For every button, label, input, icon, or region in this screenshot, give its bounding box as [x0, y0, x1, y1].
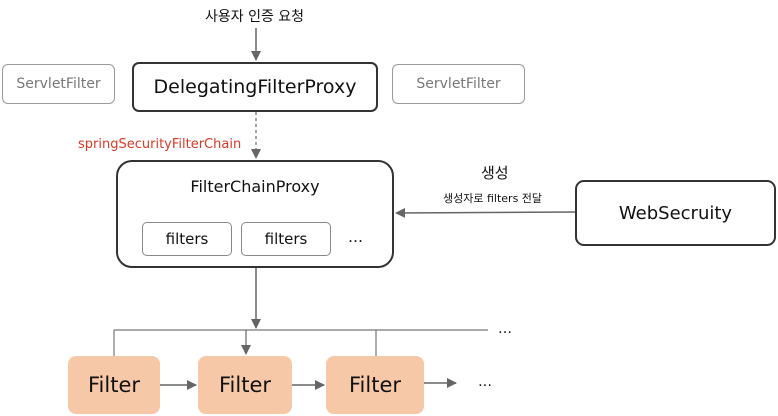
web-security-label: WebSecruity [618, 202, 733, 224]
filter-chain-proxy: FilterChainProxy filters filters … [116, 160, 394, 268]
filters-ellipsis: … [348, 228, 363, 246]
servlet-filter-left-label: ServletFilter [16, 76, 101, 92]
filters-box-2-label: filters [264, 230, 308, 248]
servlet-filter-right-label: ServletFilter [416, 76, 501, 92]
pass-filters-label: 생성자로 filters 전달 [443, 192, 543, 205]
filters-box-1: filters [142, 222, 232, 256]
filter-box-3: Filter [326, 356, 424, 414]
filter-chain-proxy-title: FilterChainProxy [190, 177, 320, 196]
websecurity-arrow [395, 207, 577, 218]
delegating-filter-proxy: DelegatingFilterProxy [132, 62, 378, 112]
servlet-filter-right: ServletFilter [392, 64, 525, 104]
request-label: 사용자 인증 요청 [205, 9, 305, 25]
filters-box-2: filters [241, 222, 331, 256]
filter-box-3-label: Filter [348, 373, 401, 397]
filter-box-1: Filter [68, 356, 160, 414]
delegating-filter-proxy-label: DelegatingFilterProxy [153, 76, 357, 98]
filter-box-2-label: Filter [218, 373, 271, 397]
bus-ellipsis: … [498, 321, 512, 337]
filter-box-1-label: Filter [87, 373, 140, 397]
spring-security-filter-chain-label: springSecurityFilterChain [78, 137, 242, 152]
web-security: WebSecruity [575, 180, 776, 246]
filters-box-1-label: filters [165, 230, 209, 248]
servlet-filter-left: ServletFilter [2, 64, 115, 104]
create-label: 생성 [481, 164, 509, 182]
row-ellipsis: … [478, 374, 492, 390]
filter-box-2: Filter [198, 356, 292, 414]
